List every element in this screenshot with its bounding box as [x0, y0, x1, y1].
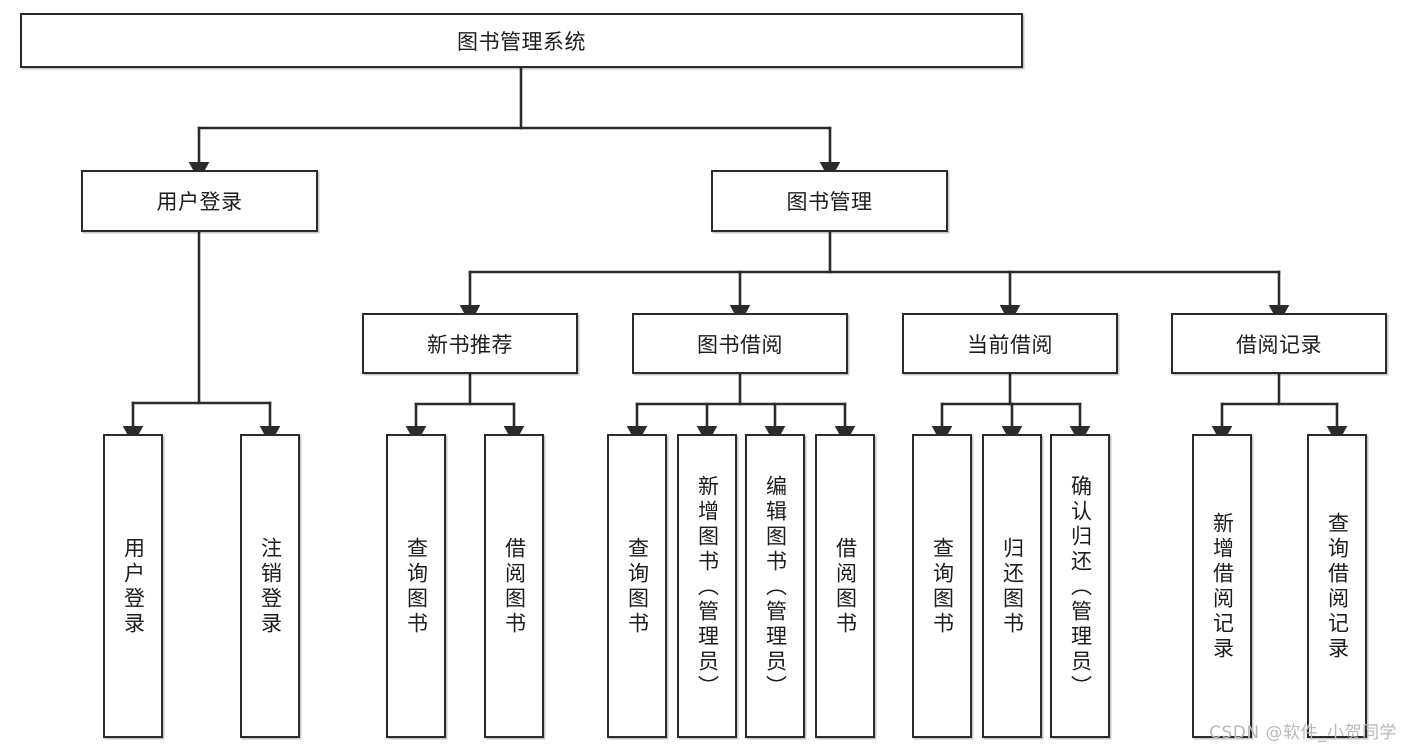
- node-root[interactable]: 图书管理系统: [20, 13, 1023, 68]
- node-leaf-add-book[interactable]: 新增图书（管理员）: [677, 434, 737, 738]
- connector-group-root: [188, 66, 841, 181]
- node-leaf-return-book[interactable]: 归还图书: [982, 434, 1042, 738]
- node-leaf-confirm-return[interactable]: 确认归还（管理员）: [1050, 434, 1110, 738]
- node-leaf-borrow-book-label: 借阅图书: [833, 537, 858, 637]
- node-book-management[interactable]: 图书管理: [711, 170, 948, 232]
- node-leaf-logout-label: 注销登录: [258, 537, 283, 637]
- node-leaf-logout[interactable]: 注销登录: [240, 434, 300, 738]
- node-current-borrow[interactable]: 当前借阅: [902, 313, 1118, 374]
- connector-group-current-borrow: [931, 372, 1091, 445]
- node-new-book-recommend-label: 新书推荐: [427, 332, 513, 357]
- connector-group-borrow-records: [1211, 372, 1348, 445]
- node-leaf-return-book-label: 归还图书: [1000, 537, 1025, 637]
- node-leaf-query-book-recommend-label: 查询图书: [404, 537, 429, 637]
- node-book-management-label: 图书管理: [786, 190, 873, 214]
- node-leaf-confirm-return-label: 确认归还（管理员）: [1068, 474, 1093, 700]
- node-leaf-query-borrow-record-label: 查询借阅记录: [1325, 512, 1350, 662]
- node-new-book-recommend[interactable]: 新书推荐: [362, 313, 578, 374]
- node-leaf-query-book-current-label: 查询图书: [930, 537, 955, 637]
- node-leaf-add-book-label: 新增图书（管理员）: [695, 474, 720, 700]
- node-leaf-query-borrow-record[interactable]: 查询借阅记录: [1307, 434, 1367, 738]
- node-root-label: 图书管理系统: [457, 29, 586, 54]
- node-current-borrow-label: 当前借阅: [967, 332, 1053, 357]
- node-leaf-query-book-borrow[interactable]: 查询图书: [607, 434, 667, 738]
- node-leaf-borrow-book-recommend-label: 借阅图书: [502, 537, 527, 637]
- connector-group-book-management: [459, 230, 1290, 324]
- node-leaf-query-book-borrow-label: 查询图书: [625, 537, 650, 637]
- node-leaf-edit-book-label: 编辑图书（管理员）: [763, 474, 788, 700]
- node-leaf-borrow-book-recommend[interactable]: 借阅图书: [484, 434, 544, 738]
- node-user-login-label: 用户登录: [156, 190, 243, 214]
- node-leaf-add-borrow-record[interactable]: 新增借阅记录: [1192, 434, 1252, 738]
- node-leaf-query-book-current[interactable]: 查询图书: [912, 434, 972, 738]
- connector-group-book-borrow: [626, 372, 856, 445]
- node-book-borrow[interactable]: 图书借阅: [632, 313, 848, 374]
- node-user-login[interactable]: 用户登录: [81, 170, 318, 232]
- node-borrow-records[interactable]: 借阅记录: [1171, 313, 1387, 374]
- node-leaf-query-book-recommend[interactable]: 查询图书: [386, 434, 446, 738]
- node-leaf-user-login-label: 用户登录: [121, 537, 146, 637]
- node-borrow-records-label: 借阅记录: [1236, 332, 1322, 357]
- connector-group-user-login: [122, 230, 281, 445]
- node-leaf-user-login[interactable]: 用户登录: [103, 434, 163, 738]
- connector-group-new-book-recommend: [405, 372, 525, 445]
- node-book-borrow-label: 图书借阅: [697, 332, 783, 357]
- node-leaf-borrow-book[interactable]: 借阅图书: [815, 434, 875, 738]
- node-leaf-add-borrow-record-label: 新增借阅记录: [1210, 512, 1235, 662]
- node-leaf-edit-book[interactable]: 编辑图书（管理员）: [745, 434, 805, 738]
